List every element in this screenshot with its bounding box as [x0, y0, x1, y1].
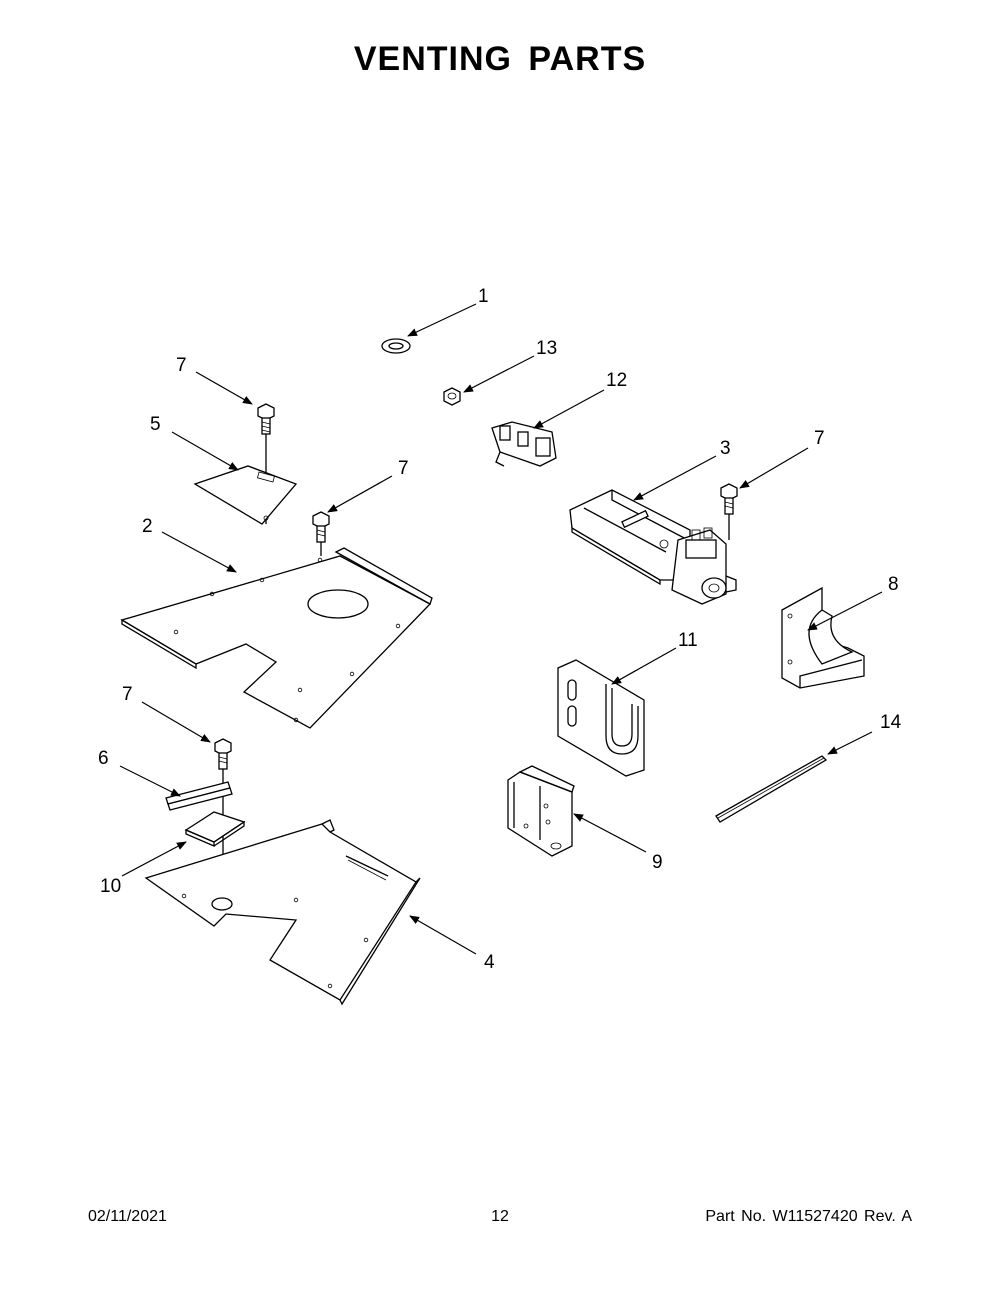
callout-2: 2: [142, 516, 153, 537]
leader-6: [119, 765, 181, 797]
callout-10: 10: [100, 876, 121, 897]
part-14-strip: [715, 755, 828, 823]
footer-part-number: Part No. W11527420 Rev. A: [705, 1208, 912, 1225]
part-5-plate: [193, 465, 298, 525]
part-4-lower-panel: [144, 819, 421, 1006]
callout-7a: 7: [176, 355, 187, 376]
leader-10: [121, 841, 187, 877]
leader-5: [171, 431, 239, 471]
callout-6: 6: [98, 748, 109, 769]
callout-5: 5: [150, 414, 161, 435]
callout-labels: 1 13 12 7 5 7 3 7 2 8 11 7 14 6 9 10 4: [98, 286, 902, 973]
part-6-spacer: [165, 781, 233, 811]
part-11-gasket: [557, 659, 645, 777]
leader-13: [463, 355, 535, 393]
leader-14: [827, 731, 873, 755]
leader-7a: [195, 371, 253, 405]
part-7-screw-b: [312, 511, 330, 556]
leader-3: [633, 455, 717, 501]
leader-7c: [739, 447, 809, 489]
leader-11: [611, 647, 677, 685]
part-9-box-bracket: [507, 765, 575, 857]
leader-7d: [141, 701, 211, 743]
callout-8: 8: [888, 574, 899, 595]
part-10-damper: [184, 811, 246, 847]
callout-11: 11: [678, 630, 698, 651]
callout-1: 1: [478, 286, 489, 307]
leader-4: [409, 915, 477, 955]
part-8-bracket: [781, 586, 865, 689]
callout-7d: 7: [122, 684, 133, 705]
callout-13: 13: [536, 338, 557, 359]
part-2-panel: [120, 547, 433, 729]
part-7-screw-c: [720, 483, 738, 540]
part-12-terminal-block: [491, 421, 557, 467]
callout-7b: 7: [398, 458, 409, 479]
leader-2: [161, 531, 237, 573]
leader-lines: [119, 303, 883, 955]
leader-7b: [327, 475, 393, 513]
footer-date: 02/11/2021: [88, 1208, 167, 1225]
leader-12: [533, 389, 605, 429]
callout-12: 12: [606, 370, 627, 391]
callout-3: 3: [720, 438, 731, 459]
leader-8: [807, 591, 883, 631]
callout-4: 4: [484, 952, 495, 973]
part-3-vent-motor-assembly: [569, 489, 737, 605]
callout-7c: 7: [814, 428, 825, 449]
callout-9: 9: [652, 852, 663, 873]
footer-page-number: 12: [491, 1208, 509, 1225]
callout-14: 14: [880, 712, 902, 733]
page-title: VENTING PARTS: [353, 40, 647, 78]
part-1-washer: [381, 338, 411, 354]
leader-1: [407, 303, 477, 337]
part-13-nut: [443, 387, 461, 406]
leader-9: [573, 813, 647, 853]
